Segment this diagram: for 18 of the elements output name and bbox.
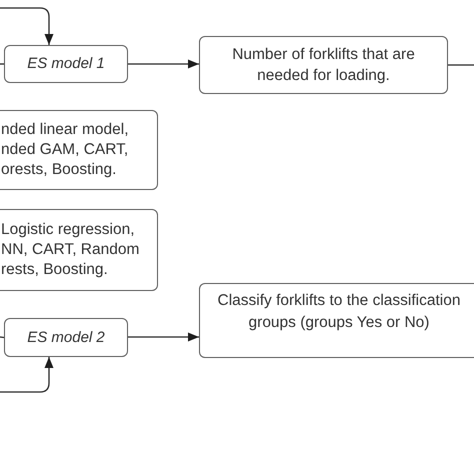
method-box — [0, 110, 158, 190]
method-list: nded linear model, nded GAM, CART, orests, Boosting. — [1, 120, 143, 180]
method-box — [0, 209, 158, 291]
output-description: Classify forklifts to the classification groups (groups Yes or No) — [216, 291, 462, 333]
method-list: Logistic regression, NN, CART, Random rests, Boosting. — [1, 220, 143, 280]
model-name: ES model 1 — [27, 54, 105, 74]
output-box — [199, 36, 448, 94]
output-box — [199, 283, 474, 358]
model-name: ES model 2 — [27, 328, 105, 348]
model-box — [4, 318, 128, 357]
arrow — [128, 332, 199, 342]
model-box — [4, 45, 128, 83]
output-description: Number of forklifts that are needed for loading. — [231, 45, 416, 86]
connector-line — [448, 64, 474, 66]
connector-line — [0, 336, 4, 338]
arrow — [0, 7, 54, 45]
arrow — [128, 60, 199, 68]
arrow — [0, 357, 54, 393]
